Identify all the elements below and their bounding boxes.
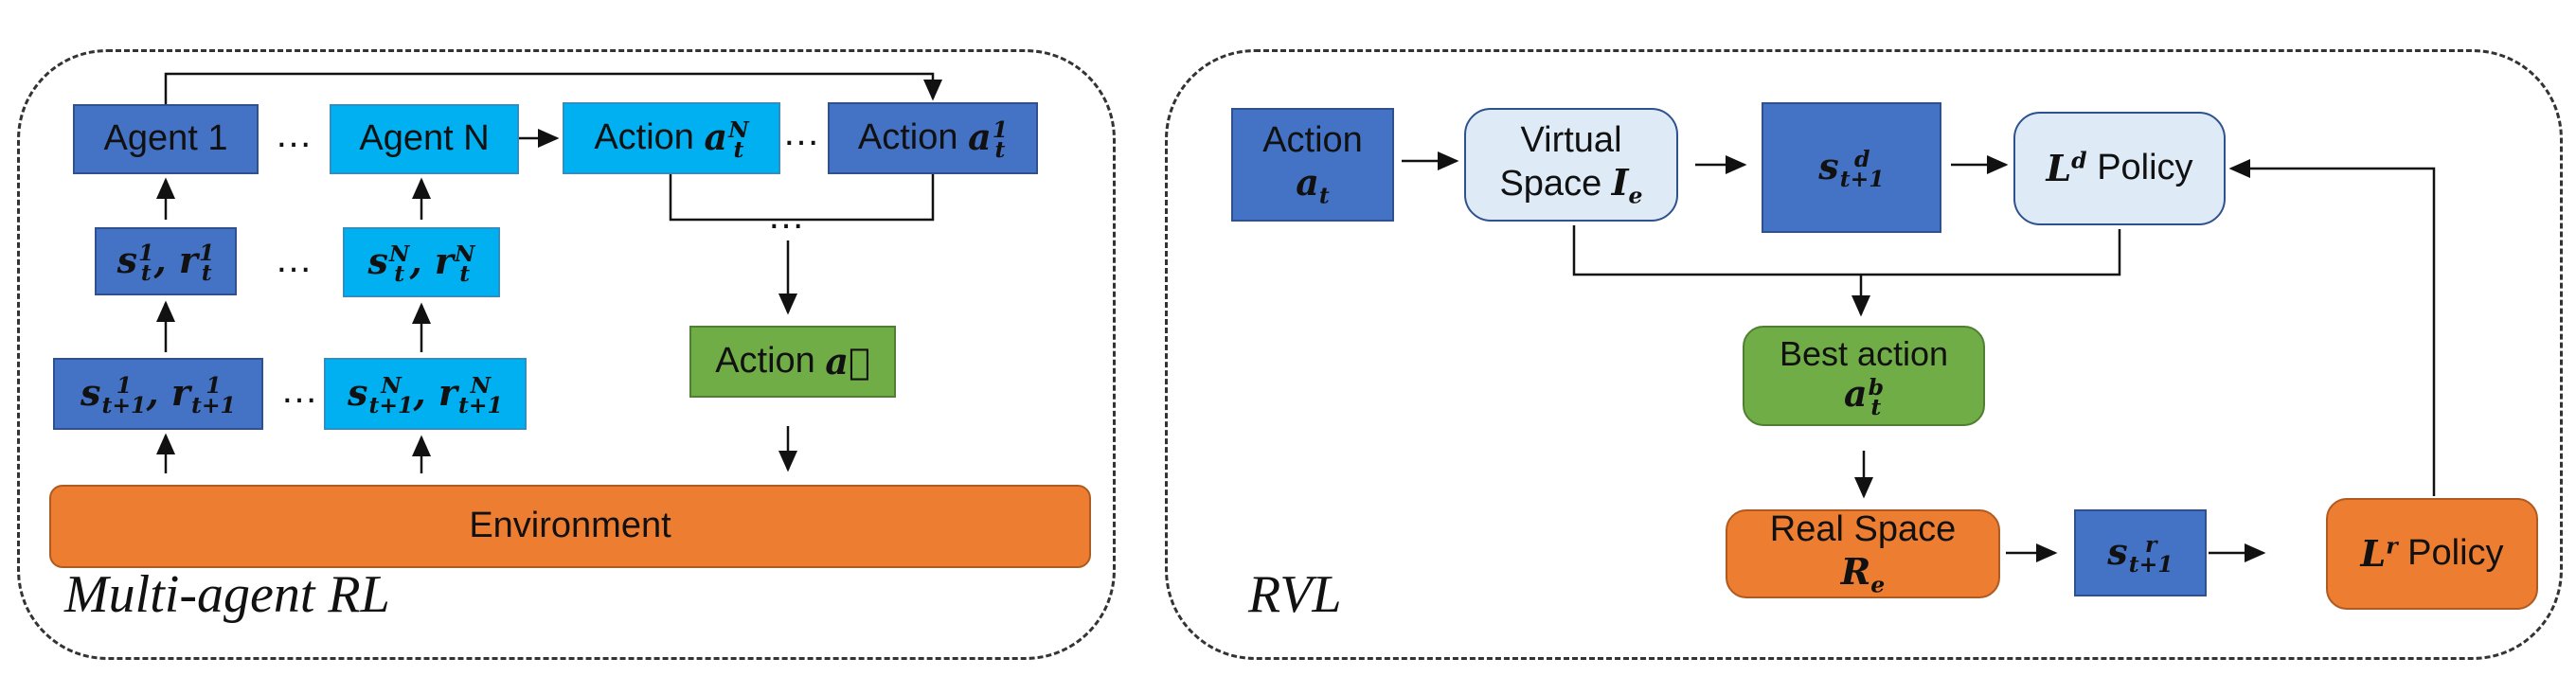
- arrow-lrpolicy-to-ldpolicy: [2228, 159, 2436, 496]
- virtual-space-symbol: Ie: [1611, 161, 1643, 209]
- merge-ellipsis: …: [767, 195, 805, 237]
- lr-policy-label: Policy: [2407, 533, 2504, 574]
- joint-action-symbol: a⃗: [825, 340, 870, 383]
- multi-agent-rl-caption: Multi-agent RL: [64, 565, 390, 624]
- ld-policy-symbol: Ld: [2046, 147, 2087, 190]
- agent-1-label: Agent 1: [103, 118, 228, 159]
- action-1-word: Action: [857, 117, 958, 158]
- agent-1-box: Agent 1: [73, 104, 259, 174]
- environment-label: Environment: [469, 506, 671, 546]
- state-ellipsis: …: [275, 239, 313, 280]
- action-merge-bracket: [669, 173, 935, 222]
- next-state-ellipsis: …: [280, 369, 318, 411]
- virtual-space-box: Virtual Space Ie: [1464, 108, 1678, 222]
- best-action-label: Best action: [1779, 333, 1949, 373]
- arrow-agent1-to-action1: [164, 72, 942, 104]
- action-n-word: Action: [594, 117, 694, 158]
- rvl-action-word: Action: [1262, 120, 1363, 161]
- agent-n-label: Agent N: [359, 118, 490, 159]
- ld-policy-box: Ld Policy: [2013, 112, 2226, 225]
- agent-ellipsis: …: [275, 114, 313, 155]
- real-space-box: Real Space Re: [1726, 509, 2000, 598]
- joint-action-box: Action a⃗: [689, 326, 896, 398]
- virtual-space-label-1: Virtual: [1520, 120, 1622, 161]
- lr-policy-symbol: Lr: [2360, 532, 2398, 576]
- virtual-space-label-2: Space: [1499, 164, 1602, 204]
- joint-action-word: Action: [715, 341, 815, 382]
- agent-n-box: Agent N: [330, 104, 519, 174]
- rvl-panel: [1165, 49, 2563, 660]
- rvl-caption: RVL: [1248, 565, 1342, 624]
- action-ellipsis: …: [782, 112, 820, 153]
- environment-box: Environment: [49, 485, 1091, 568]
- ld-policy-label: Policy: [2097, 148, 2193, 188]
- real-space-symbol: Re: [1840, 550, 1886, 598]
- rvl-action-symbol: at: [1296, 161, 1330, 209]
- virtual-policy-merge: [1572, 225, 2121, 276]
- lr-policy-box: Lr Policy: [2326, 498, 2538, 610]
- real-space-label: Real Space: [1769, 509, 1957, 550]
- rvl-action-box: Action at: [1231, 108, 1394, 222]
- multi-agent-rl-panel: [17, 49, 1116, 660]
